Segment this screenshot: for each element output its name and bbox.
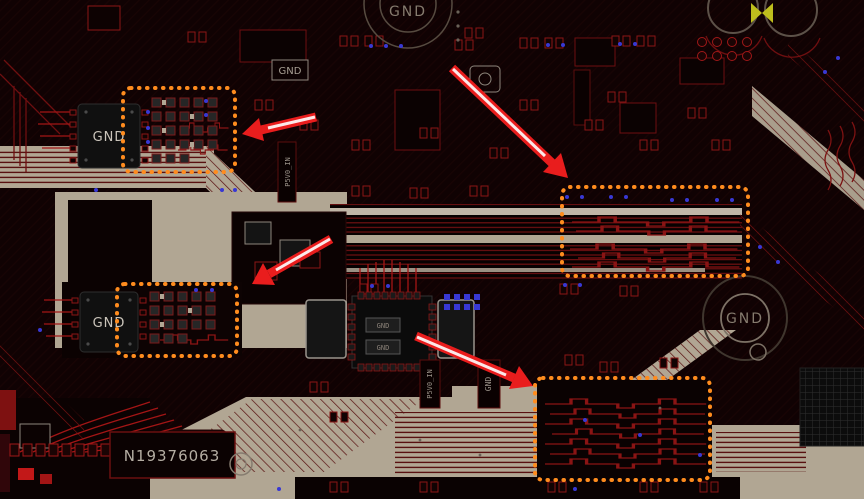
center-qfn: GND GND <box>305 291 475 372</box>
components <box>0 5 864 493</box>
trace-bundles <box>0 38 864 440</box>
silk-gnd-label: GND <box>279 66 302 77</box>
highlight-box-mid-left <box>115 282 239 358</box>
highlight-box-right <box>560 185 750 278</box>
pad-grid-top-left <box>151 97 218 164</box>
small-ring-bottom <box>229 452 253 476</box>
arrow-to-top-left-box <box>242 112 318 141</box>
net-label-gnd-center: GND <box>484 377 493 392</box>
gnd-hole-top-label: GND <box>389 4 427 20</box>
via-dots <box>38 42 840 491</box>
arrow-to-right-box <box>448 64 568 178</box>
pad-grid-mid-left <box>149 291 216 344</box>
gnd-hole-top: GND <box>363 0 453 49</box>
highlight-box-top-left <box>121 86 237 174</box>
board-number: N19376063 <box>124 447 221 465</box>
board-number-block: N19376063 <box>109 431 236 479</box>
net-label-p5v0-center: P5V0_IN <box>426 369 434 399</box>
gnd-chip-mid-left: GND <box>71 291 147 353</box>
chip-label: GND <box>93 316 126 331</box>
highlight-box-bottom-right <box>533 376 712 482</box>
arrow-to-mid-left-box <box>252 235 334 285</box>
gnd-chip-top-left: GND <box>69 103 149 169</box>
yellow-bowtie-marker <box>751 3 762 23</box>
yellow-bowtie-marker <box>762 3 773 23</box>
annotation-arrows <box>242 64 568 389</box>
fiducial-holes-top-right <box>707 0 818 37</box>
net-label-p5v0-left: P5V0_IN <box>284 157 292 187</box>
highlight-boxes <box>115 86 750 482</box>
gnd-hole-right-label: GND <box>726 311 764 327</box>
arrow-to-bottom-right-box <box>414 331 533 389</box>
qfn-pad-label: GND <box>377 344 390 352</box>
qfn-pad-label: GND <box>377 322 390 330</box>
chip-label: GND <box>93 130 126 145</box>
tooling-dots <box>298 10 662 457</box>
